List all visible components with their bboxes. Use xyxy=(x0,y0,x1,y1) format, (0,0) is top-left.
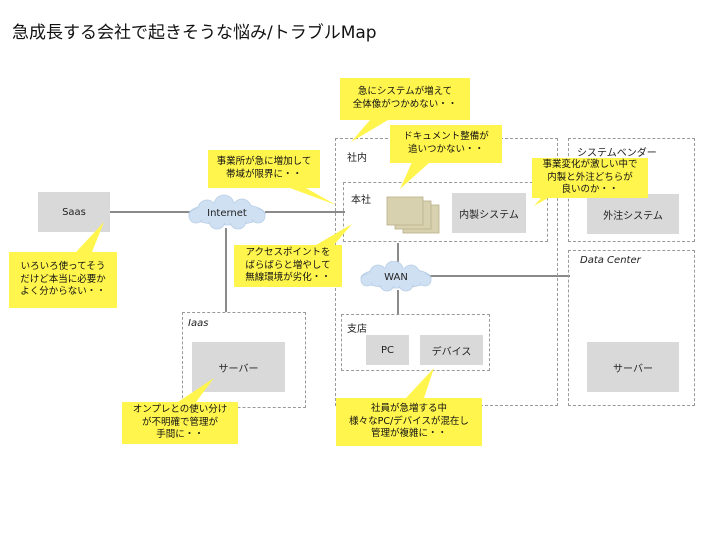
note-vendor: 事業変化が激しい中で 内製と外注どちらが 良いのか・・ xyxy=(532,158,648,198)
zone-honsha xyxy=(343,182,548,242)
zone-shiten xyxy=(341,314,490,371)
naisei-system-box: 内製システム xyxy=(452,193,526,233)
internet-cloud-icon xyxy=(188,194,266,230)
internet-label: Internet xyxy=(207,207,247,219)
note-docs: ドキュメント整備が 追いつかない・・ xyxy=(390,125,502,163)
page-title: 急成長する会社で起きそうな悩み/トラブルMap xyxy=(12,23,377,43)
note-saas: いろいろ使ってそう だけど本当に必要か よく分からない・・ xyxy=(9,252,117,308)
zone-label-honsha: 本社 xyxy=(351,195,371,206)
note-office: 事業所が急に増加して 帯域が限界に・・ xyxy=(208,150,320,188)
zone-label-shiten: 支店 xyxy=(347,324,367,335)
documents-icon xyxy=(386,196,440,234)
note-overview: 急にシステムが増えて 全体像がつかめない・・ xyxy=(340,78,470,120)
zone-label-shanai: 社内 xyxy=(347,153,367,164)
zone-label-vendor: システムベンダー xyxy=(577,148,657,159)
zone-iaas xyxy=(182,312,306,408)
note-iaas: オンプレとの使い分け が不明確で管理が 手間に・・ xyxy=(122,402,238,444)
device-box: デバイス xyxy=(420,335,483,365)
note-staff: 社員が急増する中 様々なPC/デバイスが混在し 管理が複雑に・・ xyxy=(336,398,482,446)
gaichu-system-box: 外注システム xyxy=(587,194,679,234)
wan-cloud-icon xyxy=(360,261,432,292)
wan-label: WAN xyxy=(384,271,408,283)
dc-server-box: サーバー xyxy=(587,342,679,392)
zone-datacenter xyxy=(568,250,695,406)
zone-label-iaas: Iaas xyxy=(188,318,209,329)
saas-box: Saas xyxy=(38,192,110,232)
note-ap: アクセスポイントを ばらばらと増やして 無線環境が劣化・・ xyxy=(234,245,342,287)
pc-box: PC xyxy=(366,335,409,365)
zone-label-datacenter: Data Center xyxy=(580,255,641,266)
